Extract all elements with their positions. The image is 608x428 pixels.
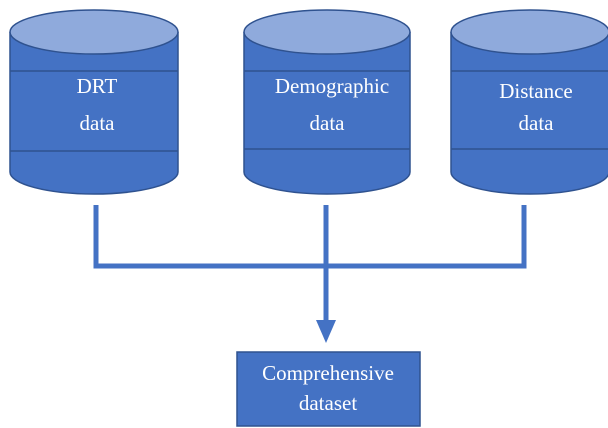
- source-label-line1: Distance: [499, 79, 572, 103]
- output-label-line1: Comprehensive: [262, 361, 394, 385]
- arrow-head: [316, 320, 336, 343]
- connector-lines: [93, 205, 527, 322]
- output-label-line2: dataset: [299, 391, 357, 415]
- source-label-line2: data: [519, 111, 555, 135]
- source-label-line1: Demographic: [275, 74, 389, 98]
- source-label-line1: DRT: [77, 74, 118, 98]
- database-cylinder-demographic: Demographic data: [243, 9, 411, 195]
- source-label-line2: data: [310, 111, 346, 135]
- output-dataset-box: Comprehensive dataset: [236, 351, 421, 427]
- database-cylinder-drt: DRT data: [9, 9, 179, 195]
- database-cylinder-distance: Distance data: [450, 9, 608, 195]
- source-label-line2: data: [80, 111, 116, 135]
